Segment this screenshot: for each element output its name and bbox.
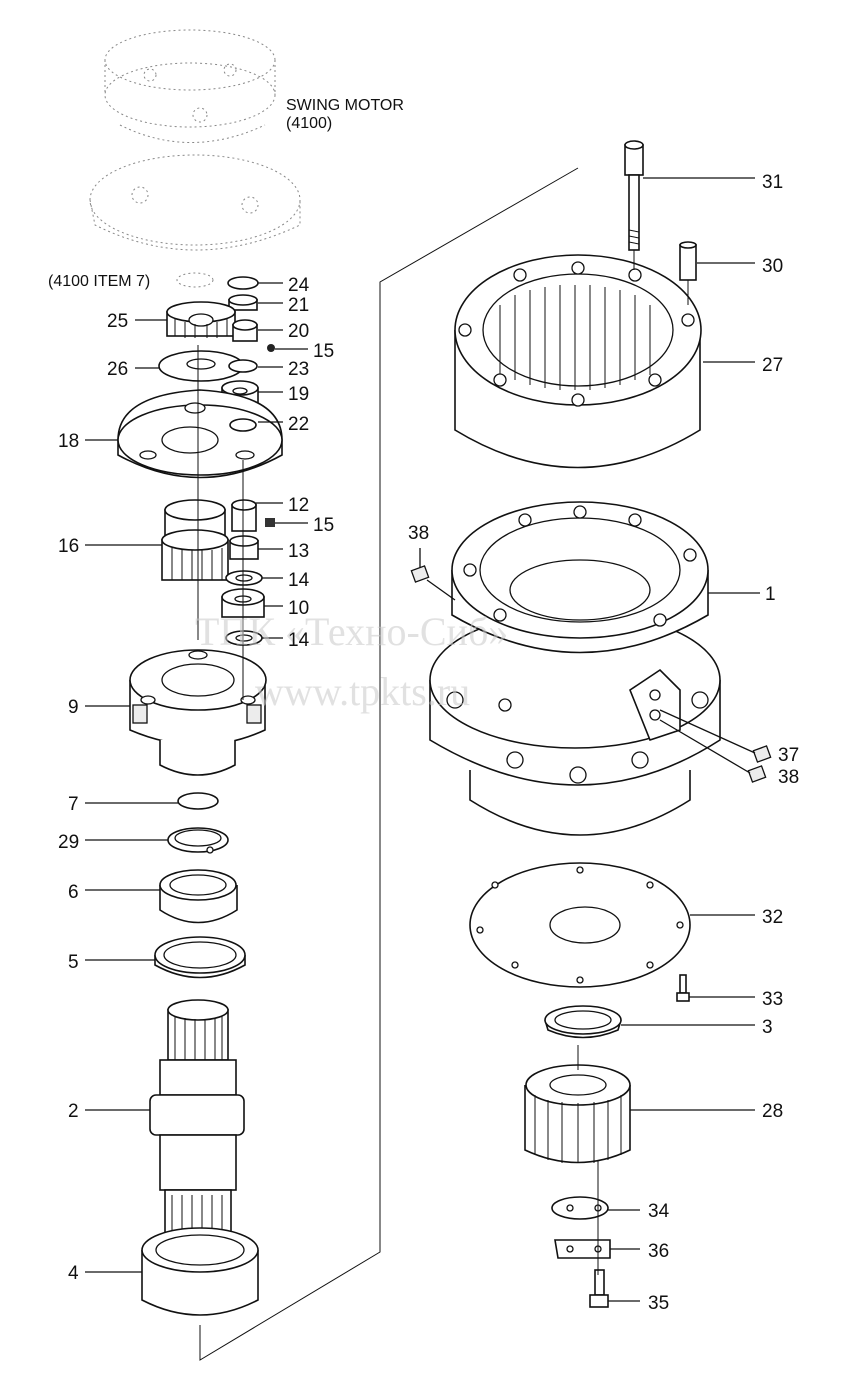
callout-20: 20: [288, 321, 309, 342]
callout-16: 16: [58, 536, 79, 557]
swing-motor-title: SWING MOTOR: [286, 97, 404, 114]
callout-15-upper: 15: [313, 341, 334, 362]
part-30-dowel-pin: [679, 241, 697, 281]
part-27-ring-gear: [454, 254, 702, 469]
callout-24: 24: [288, 275, 310, 296]
leader-lines: [85, 177, 760, 1302]
part-32-cover-plate: [469, 862, 691, 988]
callout-4: 4: [68, 1263, 79, 1284]
callout-10: 10: [288, 598, 309, 619]
callout-34: 34: [648, 1201, 670, 1222]
callout-28: 28: [762, 1101, 783, 1122]
part-9-carrier: [129, 649, 267, 776]
callout-1: 1: [765, 584, 776, 605]
callout-6: 6: [68, 882, 79, 903]
callout-5: 5: [68, 952, 79, 973]
reference-item-label: (4100 ITEM 7): [48, 273, 150, 290]
part-28-pinion: [524, 1064, 631, 1164]
callout-32: 32: [762, 907, 783, 928]
callout-7: 7: [68, 794, 79, 815]
part-37-plug: [752, 745, 772, 763]
swing-motor-code: (4100): [286, 115, 332, 132]
part-18-carrier-plate: [117, 389, 283, 479]
part-3-seal: [544, 1005, 622, 1039]
callout-9: 9: [68, 697, 79, 718]
callout-29: 29: [58, 832, 79, 853]
callout-30: 30: [762, 256, 783, 277]
part-20-pin: [232, 319, 258, 342]
part-15-ball-top: [267, 344, 275, 352]
part-26-thrust-washer: [158, 350, 244, 382]
part-13-bushing: [229, 535, 259, 560]
swing-motor-reference: [89, 29, 301, 288]
part-23-ring: [228, 359, 258, 373]
callout-31: 31: [762, 172, 783, 193]
callout-15-lower: 15: [313, 515, 334, 536]
part-24-ring: [227, 276, 259, 290]
part-36-lock-plate: [554, 1239, 611, 1259]
callout-19: 19: [288, 384, 309, 405]
part-16-sun-gear: [161, 499, 229, 581]
part-35-bolt: [589, 1269, 609, 1308]
callout-33: 33: [762, 989, 783, 1010]
callout-3: 3: [762, 1017, 773, 1038]
part-38-plug-left: [410, 565, 430, 583]
watermark-company: ТПК «Техно-Сиб»: [195, 609, 508, 654]
part-14-washer-a: [225, 570, 263, 586]
part-4-bearing: [141, 1227, 259, 1316]
part-38-plug-right: [747, 765, 767, 783]
callout-12: 12: [288, 495, 309, 516]
callout-26: 26: [107, 359, 128, 380]
callout-18: 18: [58, 431, 79, 452]
part-6-roller-bearing: [159, 869, 238, 924]
part-5-seal: [154, 936, 246, 979]
part-25-gear: [166, 301, 236, 338]
part-33-bolt: [676, 974, 690, 1002]
callout-23: 23: [288, 359, 309, 380]
callout-38-lower: 38: [778, 767, 799, 788]
part-14-washer-b: [225, 630, 263, 646]
part-29-snap-ring: [167, 827, 229, 854]
part-31-bolt: [624, 140, 644, 251]
assembly-bracket: [199, 167, 579, 1361]
callout-labels: 31 30 27 24 21 25 20 15 26 23 19 18 22 1…: [58, 172, 799, 1314]
part-12-pin: [231, 499, 257, 532]
callout-27: 27: [762, 355, 783, 376]
callout-25: 25: [107, 311, 128, 332]
callout-35: 35: [648, 1293, 669, 1314]
callout-14-lower: 14: [288, 630, 310, 651]
part-21-bushing: [228, 294, 258, 311]
callout-22: 22: [288, 414, 309, 435]
callout-14-upper: 14: [288, 570, 310, 591]
part-22-ring: [229, 418, 257, 432]
part-34-plate: [551, 1196, 609, 1220]
callout-2: 2: [68, 1101, 79, 1122]
part-2-pinion-shaft: [149, 999, 245, 1251]
callout-13: 13: [288, 541, 309, 562]
callout-38-upper: 38: [408, 523, 429, 544]
part-1-housing: [429, 501, 721, 836]
callout-37: 37: [778, 745, 799, 766]
callout-36: 36: [648, 1241, 669, 1262]
part-15-setscrew: [265, 518, 275, 527]
watermark-url: www.tpkts.ru: [255, 669, 470, 714]
callout-21: 21: [288, 295, 309, 316]
part-7-plate: [177, 792, 219, 810]
